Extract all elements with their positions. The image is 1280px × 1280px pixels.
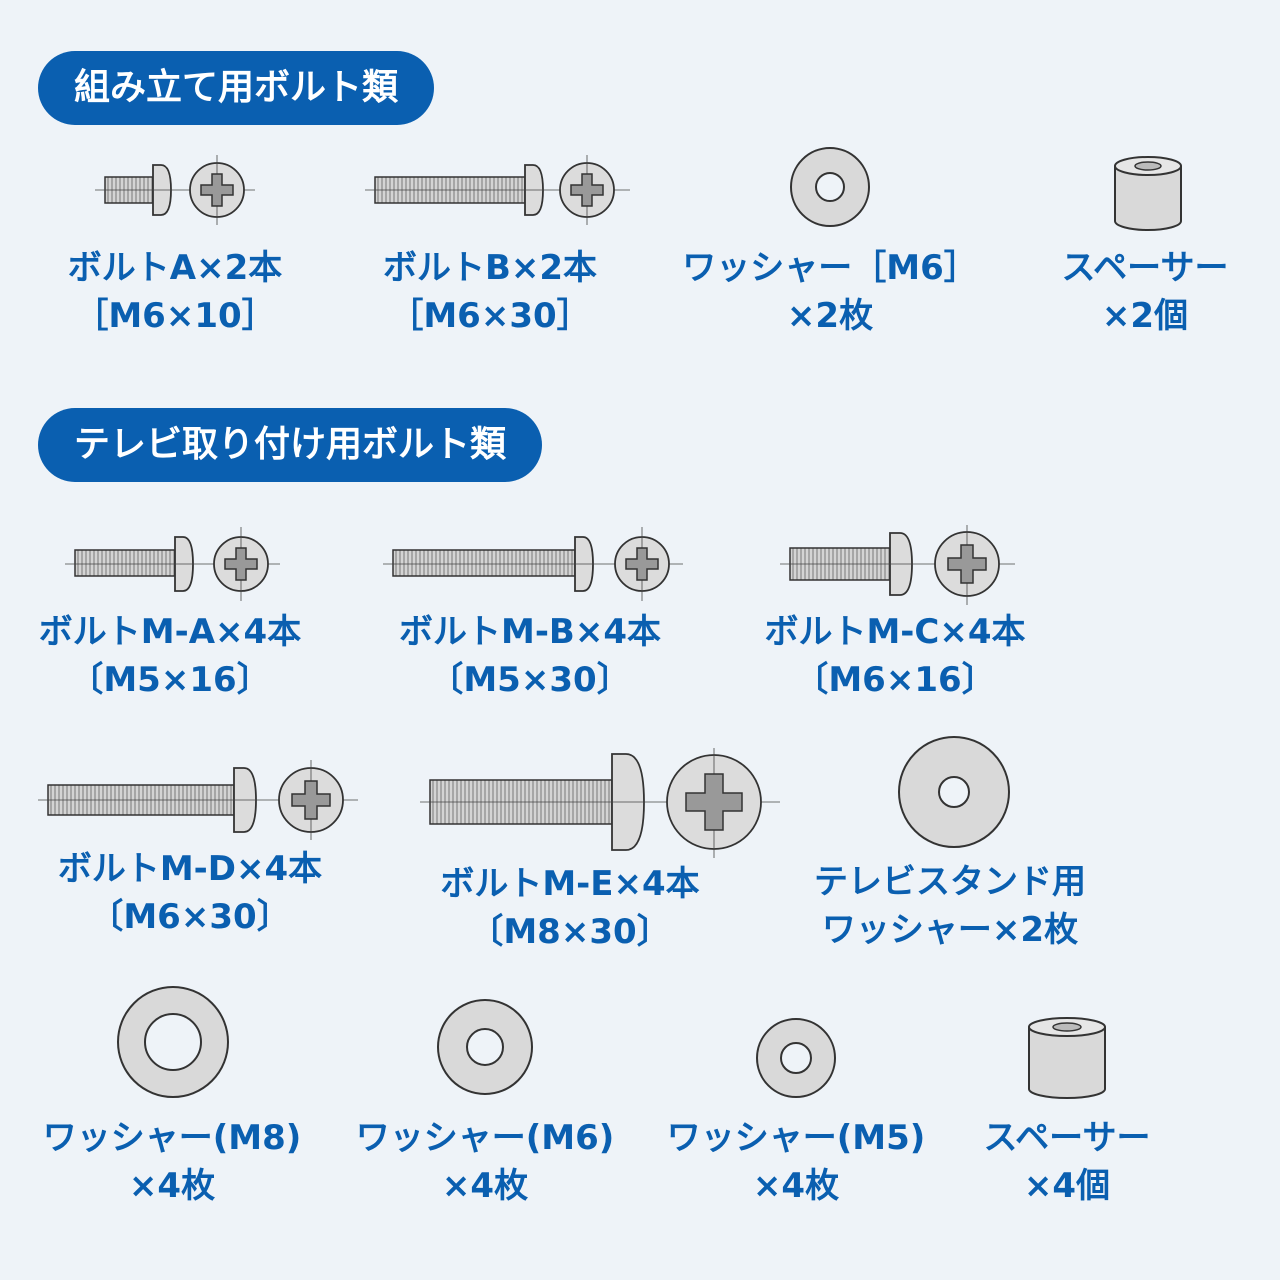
spacer-icon bbox=[1028, 1017, 1106, 1099]
washer-icon bbox=[117, 986, 229, 1098]
item-label-spacer-tv: スペーサー×4個 bbox=[983, 1118, 1151, 1206]
bolt-icon bbox=[95, 155, 255, 225]
section-title-tv: テレビ取り付け用ボルト類 bbox=[38, 408, 543, 482]
bolt-icon bbox=[65, 527, 280, 601]
spacer-icon bbox=[1114, 156, 1182, 231]
item-label-bolt-a: ボルトA×2本［M6×10］ bbox=[67, 248, 283, 336]
item-label-bolt-m-c: ボルトM-C×4本〔M6×16〕 bbox=[764, 612, 1026, 700]
washer-icon bbox=[790, 147, 870, 227]
washer-icon bbox=[898, 736, 1010, 848]
item-label-bolt-m-b: ボルトM-B×4本〔M5×30〕 bbox=[398, 612, 661, 700]
item-label-tv-stand-washer: テレビスタンド用ワッシャー×2枚 bbox=[814, 862, 1086, 950]
item-label-bolt-m-d: ボルトM-D×4本〔M6×30〕 bbox=[57, 849, 323, 937]
bolt-icon bbox=[780, 525, 1015, 605]
washer-icon bbox=[437, 999, 533, 1095]
item-label-spacer: スペーサー×2個 bbox=[1061, 248, 1229, 336]
item-label-washer-m8: ワッシャー(M8)×4枚 bbox=[42, 1118, 302, 1206]
item-label-bolt-m-a: ボルトM-A×4本〔M5×16〕 bbox=[38, 612, 302, 700]
washer-icon bbox=[756, 1018, 836, 1098]
bolt-icon bbox=[383, 527, 683, 601]
bolt-icon bbox=[38, 760, 358, 840]
item-label-bolt-b: ボルトB×2本［M6×30］ bbox=[382, 248, 598, 336]
item-label-washer-m6-tv: ワッシャー(M6)×4枚 bbox=[355, 1118, 615, 1206]
section-title-assembly: 組み立て用ボルト類 bbox=[38, 51, 435, 125]
item-label-washer-m6: ワッシャー［M6］×2枚 bbox=[682, 248, 978, 336]
item-label-washer-m5: ワッシャー(M5)×4枚 bbox=[666, 1118, 926, 1206]
bolt-icon bbox=[420, 748, 780, 858]
item-label-bolt-m-e: ボルトM-E×4本〔M8×30〕 bbox=[440, 864, 700, 952]
bolt-icon bbox=[365, 155, 630, 225]
